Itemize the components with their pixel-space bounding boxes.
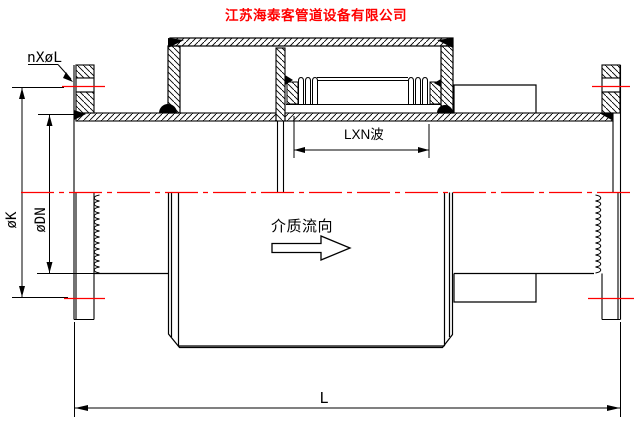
bellows: [286, 76, 442, 105]
centerlines: [21, 85, 634, 300]
baffle-plate: [275, 47, 286, 192]
leader-arrow: [63, 72, 73, 82]
pipe-wall-section: [75, 112, 614, 122]
dimension-nominal-diameter: øDN: [33, 114, 94, 274]
bolt-hole-label: nXøL: [27, 50, 62, 66]
dimension-overall-length: L: [74, 322, 621, 417]
outer-sleeve-section: [167, 37, 454, 114]
bellows-wave-label: LXN波: [344, 127, 384, 142]
weld-bead: [93, 194, 602, 274]
bolt-circle-label: øK: [4, 211, 20, 228]
nominal-diameter-label: øDN: [33, 207, 49, 232]
body-lower-outline: [94, 84, 594, 349]
flow-direction: 介质流向: [271, 218, 352, 261]
company-title: 江苏海泰客管道设备有限公司: [225, 7, 407, 23]
dimension-bellows-waves: LXN波: [293, 116, 430, 158]
flow-direction-label: 介质流向: [271, 218, 333, 235]
weld-marks: [74, 38, 614, 121]
overall-length-label: L: [319, 389, 328, 407]
dimension-bolt-hole: nXøL: [27, 50, 73, 82]
flow-arrow-icon: [271, 235, 352, 261]
